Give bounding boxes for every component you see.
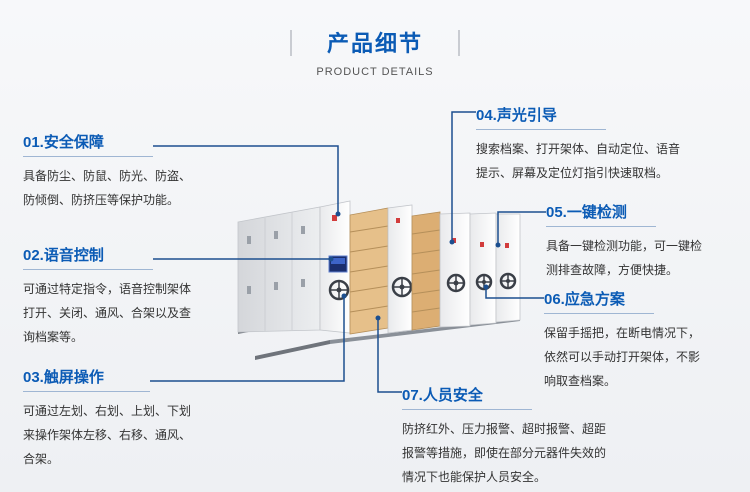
feature-03: 03.触屏操作 可通过左划、右划、上划、下划 来操作架体左移、右移、通风、 合架…	[23, 366, 192, 471]
feature-07-desc: 防挤红外、压力报警、超时报警、超距 报警等措施，即使在部分元器件失效的 情况下也…	[402, 417, 607, 489]
feature-03-desc-line: 可通过左划、右划、上划、下划	[23, 404, 192, 418]
connector-lines	[150, 111, 546, 393]
feature-07-underline	[402, 409, 532, 410]
feature-03-desc-line: 合架。	[23, 452, 60, 466]
feature-03-desc-line: 来操作架体左移、右移、通风、	[23, 428, 192, 442]
cabinet-2	[387, 204, 413, 334]
connector-07	[377, 320, 402, 393]
feature-03-desc: 可通过左划、右划、上划、下划 来操作架体左移、右移、通风、 合架。	[23, 399, 192, 471]
open-shelf-2	[411, 211, 441, 331]
feature-04-title: 04.声光引导	[476, 107, 557, 124]
feature-04-desc-line: 搜索档案、打开架体、自动定位、语音	[476, 142, 681, 156]
page-title: 产品细节	[326, 32, 423, 57]
feature-06-underline	[544, 313, 654, 314]
feature-04-underline	[476, 129, 606, 130]
cabinet-5	[495, 213, 521, 323]
cabinet-4	[469, 212, 497, 326]
connector-05	[497, 211, 546, 243]
open-shelf-1	[349, 207, 389, 335]
feature-01-desc-line: 防倾倒、防挤压等保护功能。	[23, 193, 180, 207]
connector-dots	[328, 211, 501, 321]
title-divider-right	[458, 30, 460, 56]
feature-02-underline	[23, 269, 153, 270]
feature-01-underline	[23, 156, 153, 157]
feature-05-desc: 具备一键检测功能，可一键检 测排查故障，方便快捷。	[546, 234, 703, 282]
feature-02-desc-line: 询档案等。	[23, 330, 84, 344]
feature-02-desc-line: 打开、关闭、通风、合架以及查	[23, 306, 192, 320]
feature-03-title: 03.触屏操作	[23, 369, 104, 386]
page-subtitle: PRODUCT DETAILS	[316, 66, 434, 78]
feature-01-desc-line: 具备防尘、防鼠、防光、防盗、	[23, 169, 192, 183]
feature-02-desc: 可通过特定指令，语音控制架体 打开、关闭、通风、合架以及查 询档案等。	[23, 277, 192, 349]
feature-01: 01.安全保障 具备防尘、防鼠、防光、防盗、 防倾倒、防挤压等保护功能。	[23, 131, 192, 212]
feature-05-underline	[546, 226, 656, 227]
feature-05-title: 05.一键检测	[546, 204, 627, 221]
feature-07-desc-line: 报警等措施，即使在部分元器件失效的	[402, 446, 607, 460]
feature-04-desc: 搜索档案、打开架体、自动定位、语音 提示、屏幕及定位灯指引快速取档。	[476, 137, 681, 185]
feature-06-desc-line: 响取查档案。	[544, 374, 617, 388]
feature-01-desc: 具备防尘、防鼠、防光、防盗、 防倾倒、防挤压等保护功能。	[23, 164, 192, 212]
feature-07-desc-line: 情况下也能保护人员安全。	[402, 470, 547, 484]
feature-05-desc-line: 具备一键检测功能，可一键检	[546, 239, 703, 253]
feature-07: 07.人员安全 防挤红外、压力报警、超时报警、超距 报警等措施，即使在部分元器件…	[402, 384, 607, 489]
feature-06-desc-line: 保留手摇把，在断电情况下，	[544, 326, 701, 340]
connector-03	[150, 298, 345, 382]
feature-06: 06.应急方案 保留手摇把，在断电情况下， 依然可以手动打开架体，不影 响取查档…	[544, 288, 701, 393]
feature-02-desc-line: 可通过特定指令，语音控制架体	[23, 282, 192, 296]
feature-02: 02.语音控制 可通过特定指令，语音控制架体 打开、关闭、通风、合架以及查 询档…	[23, 244, 192, 349]
feature-06-desc-line: 依然可以手动打开架体，不影	[544, 350, 701, 364]
feature-07-title: 07.人员安全	[402, 387, 483, 404]
feature-05: 05.一键检测 具备一键检测功能，可一键检 测排查故障，方便快捷。	[546, 201, 703, 282]
feature-01-title: 01.安全保障	[23, 134, 104, 151]
connector-01	[153, 145, 339, 212]
connector-06	[485, 289, 544, 299]
feature-04-desc-line: 提示、屏幕及定位灯指引快速取档。	[476, 166, 669, 180]
feature-02-title: 02.语音控制	[23, 247, 104, 264]
title-divider-left	[290, 30, 292, 56]
left-cabinet-block	[237, 200, 351, 334]
feature-03-underline	[23, 391, 150, 392]
connector-04	[451, 111, 476, 240]
feature-06-desc: 保留手摇把，在断电情况下， 依然可以手动打开架体，不影 响取查档案。	[544, 321, 701, 393]
feature-05-desc-line: 测排查故障，方便快捷。	[546, 263, 679, 277]
feature-04: 04.声光引导 搜索档案、打开架体、自动定位、语音 提示、屏幕及定位灯指引快速取…	[476, 104, 681, 185]
cabinet-3	[439, 212, 471, 328]
feature-06-title: 06.应急方案	[544, 291, 625, 308]
feature-07-desc-line: 防挤红外、压力报警、超时报警、超距	[402, 422, 607, 436]
